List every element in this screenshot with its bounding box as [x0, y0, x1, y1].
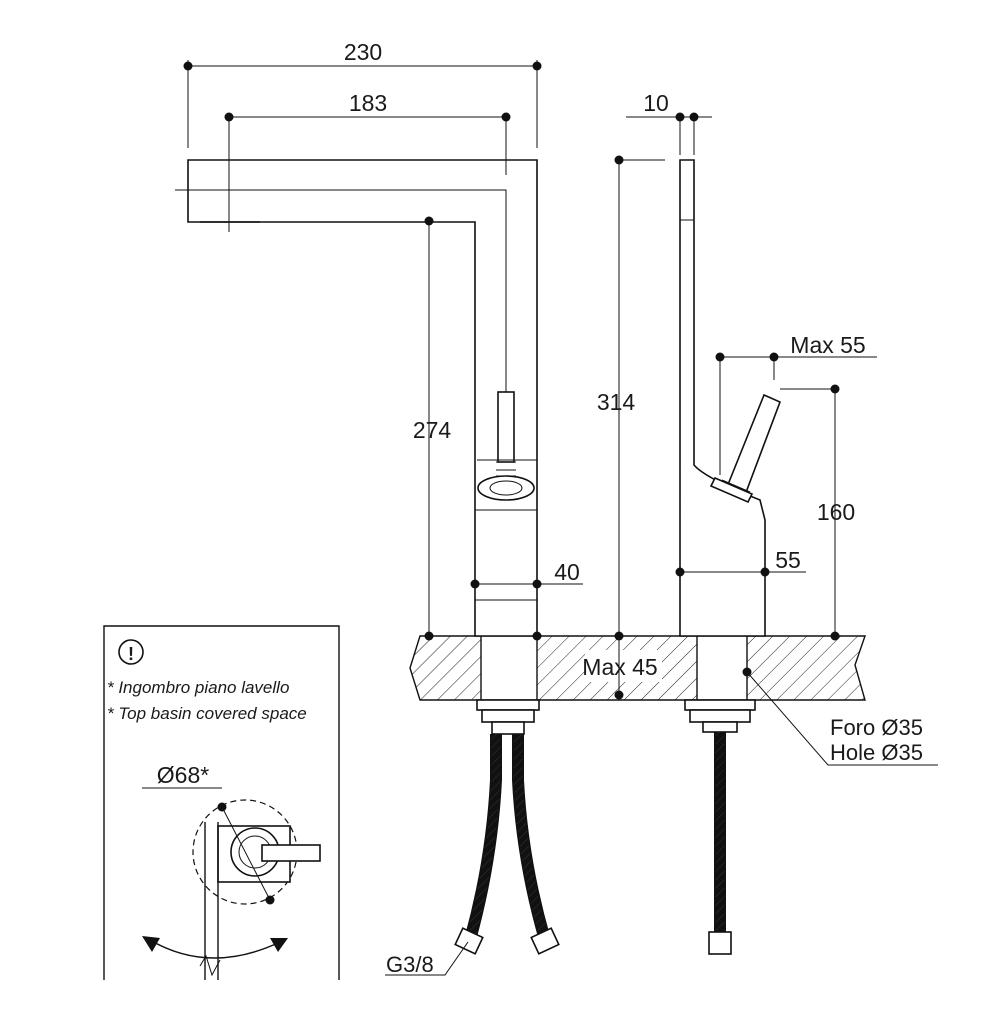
- dimension-lines: [187, 60, 938, 976]
- dim-55: 55: [775, 547, 801, 573]
- dim-max-45: Max 45: [582, 654, 657, 680]
- front-view-tap: [175, 159, 560, 955]
- label-thread: G3/8: [386, 952, 434, 977]
- label-hole: Hole Ø35: [830, 740, 923, 765]
- dimension-dots: [183, 61, 840, 700]
- warning-symbol: !: [128, 644, 134, 664]
- warning-icon: [118, 639, 144, 665]
- dim-314: 314: [597, 389, 636, 415]
- dim-10: 10: [643, 90, 669, 116]
- dim-max-55: Max 55: [790, 332, 865, 358]
- dim-183: 183: [349, 90, 387, 116]
- note-line-2: * Top basin covered space: [107, 704, 307, 723]
- dim-230: 230: [344, 39, 382, 65]
- countertop-section: [409, 635, 866, 701]
- dim-160: 160: [817, 499, 855, 525]
- note-box: ! * Ingombro piano lavello * Top basin c…: [103, 625, 340, 980]
- note-line-1: * Ingombro piano lavello: [107, 678, 289, 697]
- dim-274: 274: [413, 417, 452, 443]
- side-view-tap: [679, 159, 782, 955]
- label-foro: Foro Ø35: [830, 715, 923, 740]
- dim-40: 40: [554, 559, 580, 585]
- dim-diameter-68: Ø68*: [157, 762, 209, 788]
